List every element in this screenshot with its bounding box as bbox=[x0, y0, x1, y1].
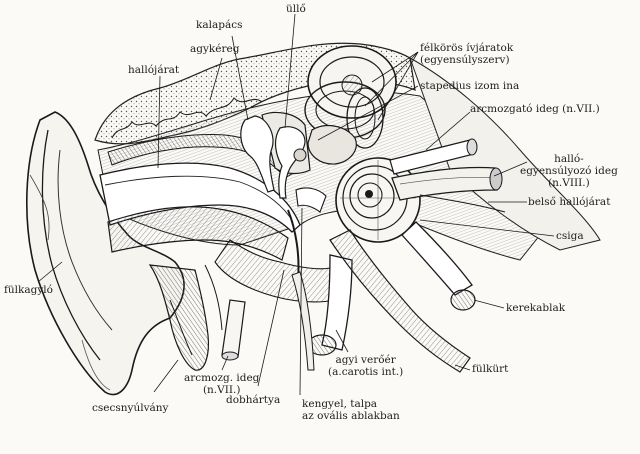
label-facial-nerve: arcmozgató ideg (n.VII.) bbox=[470, 103, 600, 115]
label-vestibulocochlear-nerve: halló- egyensúlyozó ideg (n.VIII.) bbox=[520, 153, 618, 189]
label-stapes-line1: kengyel, talpa bbox=[302, 398, 378, 410]
auricle bbox=[26, 111, 185, 396]
label-vestibulocochlear-line1: halló- bbox=[554, 153, 584, 165]
label-vestibulocochlear-line3: (n.VIII.) bbox=[548, 177, 590, 189]
label-semicircular-canals: félkörös ívjáratok (egyensúlyszerv) bbox=[420, 42, 513, 66]
malleus bbox=[240, 115, 275, 193]
label-internal-meatus: belső hallójárat bbox=[528, 196, 611, 208]
label-facial-nerve-lower-line2: (n.VII.) bbox=[202, 384, 241, 396]
label-carotid-line1: agyi verőér bbox=[335, 354, 396, 366]
internal-carotid-artery bbox=[321, 254, 353, 351]
mastoid-process bbox=[148, 264, 210, 371]
facial-nerve-lower bbox=[221, 299, 246, 358]
label-mastoid: csecsnyúlvány bbox=[92, 402, 169, 414]
label-ear-canal: hallójárat bbox=[128, 64, 180, 76]
stapes bbox=[295, 187, 327, 213]
label-facial-nerve-lower: arcmozg. ideg (n.VII.) bbox=[184, 372, 259, 396]
label-carotid: agyi verőér (a.carotis int.) bbox=[328, 354, 403, 378]
label-auricle: fülkagyló bbox=[4, 284, 53, 296]
incus bbox=[274, 126, 306, 199]
leader-lines bbox=[37, 13, 555, 396]
label-incus: üllő bbox=[286, 3, 306, 15]
label-stapes: kengyel, talpa az ovális ablakban bbox=[302, 398, 400, 422]
label-cortex: agykéreg bbox=[190, 43, 240, 55]
label-malleus: kalapács bbox=[196, 19, 243, 31]
semicircular-canals bbox=[304, 45, 397, 149]
label-eustachian-tube: fülkürt bbox=[472, 363, 509, 375]
label-facial-nerve-lower-line1: arcmozg. ideg bbox=[184, 372, 260, 384]
label-stapes-line2: az ovális ablakban bbox=[302, 410, 400, 422]
label-eardrum: dobhártya bbox=[226, 394, 281, 406]
label-cochlea: csiga bbox=[556, 230, 584, 242]
label-semicircular-canals-line1: félkörös ívjáratok bbox=[420, 42, 514, 54]
label-carotid-line2: (a.carotis int.) bbox=[328, 366, 404, 378]
label-round-window: kerekablak bbox=[506, 302, 566, 314]
label-semicircular-canals-line2: (egyensúlyszerv) bbox=[420, 54, 510, 66]
label-stapedius: stapedius izom ina bbox=[420, 80, 520, 92]
label-vestibulocochlear-line2: egyensúlyozó ideg bbox=[520, 165, 618, 177]
eustachian-tube bbox=[329, 229, 471, 373]
